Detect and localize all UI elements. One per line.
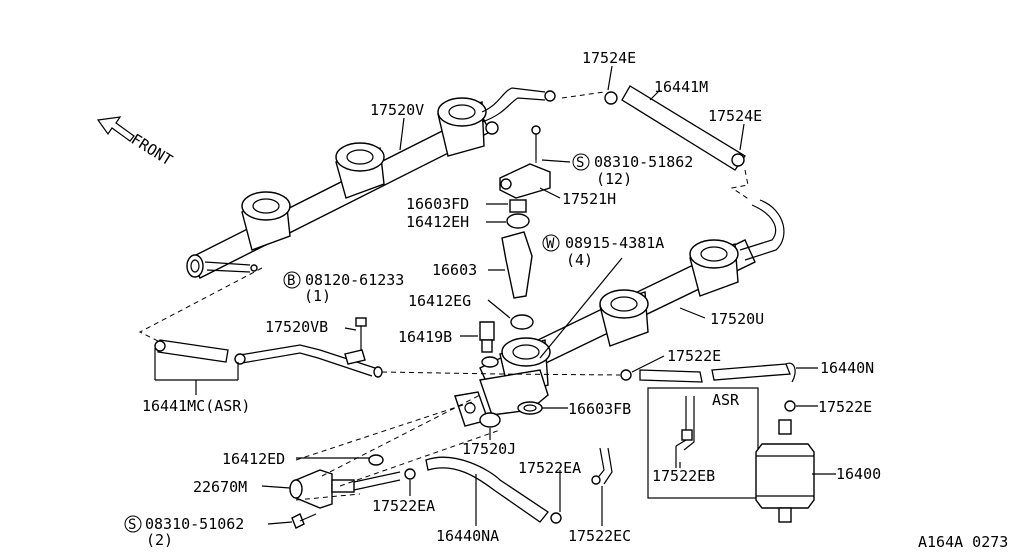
asr-box-label: ASR	[712, 391, 740, 409]
hose-16440N	[620, 362, 796, 412]
b-symbol-icon: B	[283, 271, 301, 289]
label-17522E-right: 17522E	[818, 398, 872, 416]
svg-text:B: B	[287, 273, 295, 289]
label-17522EA-left: 17522EA	[372, 497, 435, 515]
label-16400: 16400	[836, 465, 881, 483]
fuel-rail-upper	[186, 87, 556, 279]
screw-08310-51062	[291, 513, 317, 529]
label-08915-4381A: 08915-4381A	[565, 234, 664, 252]
label-17520U: 17520U	[710, 310, 764, 328]
label-17524E-top: 17524E	[582, 49, 636, 67]
w-symbol-icon: W	[542, 234, 560, 252]
label-08310-51862-qty: (12)	[596, 170, 632, 188]
label-08310-51862: 08310-51862	[594, 153, 693, 171]
hose-16441M	[604, 85, 746, 171]
label-16441MC: 16441MC(ASR)	[142, 397, 250, 415]
hose-16441MC	[154, 339, 239, 395]
damper-16419B	[479, 321, 495, 353]
label-17520V: 17520V	[370, 101, 424, 119]
s-symbol-icon: S	[124, 515, 142, 533]
hose-16440NA	[425, 456, 562, 524]
svg-text:S: S	[128, 517, 136, 533]
label-16603: 16603	[432, 261, 477, 279]
label-16412EG: 16412EG	[408, 292, 471, 310]
connection-lines	[138, 91, 751, 501]
front-label: FRONT	[128, 130, 176, 169]
label-22670M: 22670M	[193, 478, 247, 496]
fuel-filter-16400	[755, 419, 815, 523]
front-arrow-icon	[96, 116, 135, 142]
svg-text:W: W	[546, 236, 555, 252]
label-16441M: 16441M	[654, 78, 708, 96]
label-16412ED: 16412ED	[222, 450, 285, 468]
bolt-08120	[355, 317, 367, 354]
label-17524E-right: 17524E	[708, 107, 762, 125]
injector-assembly	[499, 125, 551, 330]
label-17521H: 17521H	[562, 190, 616, 208]
figure-code: A164A 0273	[918, 533, 1008, 551]
label-08120-61233: 08120-61233	[305, 271, 404, 289]
label-16603FD: 16603FD	[406, 195, 469, 213]
svg-text:S: S	[576, 155, 584, 171]
label-17522EB: 17522EB	[652, 467, 715, 485]
label-16412EH: 16412EH	[406, 213, 469, 231]
label-08915-4381A-qty: (4)	[566, 251, 593, 269]
asr-fitting	[675, 396, 695, 468]
s-symbol-icon: S	[572, 153, 590, 171]
label-17522EC: 17522EC	[568, 527, 631, 545]
pipe-17520VB	[234, 344, 383, 378]
leader-lines	[261, 65, 836, 526]
label-17520J: 17520J	[462, 440, 516, 458]
label-16440N: 16440N	[820, 359, 874, 377]
label-17520VB: 17520VB	[265, 318, 328, 336]
label-08310-51062: 08310-51062	[145, 515, 244, 533]
label-17522EA-right: 17522EA	[518, 459, 581, 477]
label-08120-61233-qty: (1)	[304, 287, 331, 305]
asr-box	[647, 387, 759, 499]
label-16419B: 16419B	[398, 328, 452, 346]
label-17522E-mid: 17522E	[667, 347, 721, 365]
label-16603FB: 16603FB	[568, 400, 631, 418]
fitting-17522EC	[591, 447, 613, 485]
fuel-rail-lower	[454, 199, 785, 428]
label-08310-51062-qty: (2)	[146, 531, 173, 549]
label-16440NA: 16440NA	[436, 527, 499, 545]
